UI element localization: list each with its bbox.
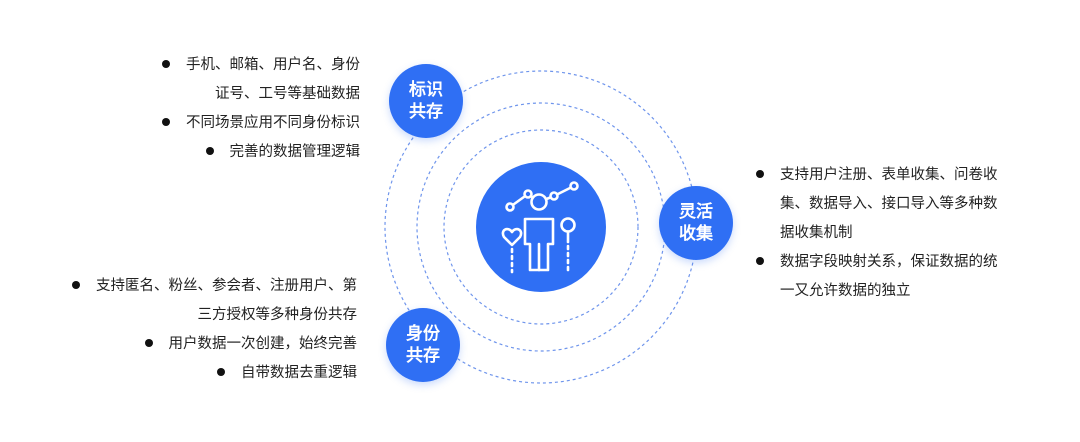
right-list: 支持用户注册、表单收集、问卷收 集、数据导入、接口导入等多种数 据收集机制 数据… [756, 161, 998, 306]
list-item: 不同场景应用不同身份标识 [162, 109, 360, 138]
list-item: 自带数据去重逻辑 [72, 359, 357, 388]
top-left-list: 手机、邮箱、用户名、身份 证号、工号等基础数据 不同场景应用不同身份标识 完善的… [162, 51, 360, 167]
node-flexible-collect-line1: 灵活 [679, 202, 713, 222]
node-flexible-collect-line2: 收集 [679, 224, 713, 244]
list-item-continued: 证号、工号等基础数据 [162, 80, 360, 109]
list-item: 支持用户注册、表单收集、问卷收 [756, 161, 998, 190]
list-item: 用户数据一次创建，始终完善 [72, 330, 357, 359]
node-profile-coexist: 身份 共存 [386, 308, 460, 382]
bullet-dot [162, 118, 170, 126]
bullet-dot [205, 147, 214, 155]
bullet-dot [72, 281, 80, 289]
node-identity-coexist: 标识 共存 [389, 64, 463, 138]
center-hub [476, 162, 606, 292]
list-item: 数据字段映射关系，保证数据的统 [756, 248, 998, 277]
node-profile-coexist-line2: 共存 [406, 346, 440, 366]
list-text: 自带数据去重逻辑 [241, 365, 357, 381]
list-text: 数据字段映射关系，保证数据的统 [780, 254, 998, 270]
list-text: 一又允许数据的独立 [780, 283, 911, 299]
list-text: 完善的数据管理逻辑 [229, 144, 361, 160]
list-item-continued: 据收集机制 [756, 219, 998, 248]
node-identity-coexist-line2: 共存 [409, 102, 443, 122]
list-text: 据收集机制 [780, 225, 853, 241]
list-item: 支持匿名、粉丝、参会者、注册用户、第 [72, 272, 357, 301]
bullet-dot [756, 257, 764, 265]
list-item: 手机、邮箱、用户名、身份 [162, 51, 360, 80]
person-data-icon [501, 181, 579, 274]
list-text: 集、数据导入、接口导入等多种数 [780, 196, 998, 212]
list-item-continued: 一又允许数据的独立 [756, 277, 998, 306]
list-text: 支持用户注册、表单收集、问卷收 [780, 167, 998, 183]
list-text: 三方授权等多种身份共存 [197, 307, 358, 323]
list-text: 用户数据一次创建，始终完善 [168, 336, 358, 352]
list-text: 证号、工号等基础数据 [215, 86, 360, 102]
list-text: 不同场景应用不同身份标识 [186, 115, 360, 131]
list-text: 手机、邮箱、用户名、身份 [186, 57, 360, 73]
list-item-continued: 三方授权等多种身份共存 [72, 301, 358, 330]
bullet-dot [144, 339, 153, 347]
bullet-dot [756, 170, 764, 178]
node-identity-coexist-line1: 标识 [409, 80, 443, 100]
list-item: 完善的数据管理逻辑 [162, 138, 360, 167]
inner-ring [443, 129, 639, 325]
bullet-dot [162, 60, 170, 68]
bottom-left-list: 支持匿名、粉丝、参会者、注册用户、第 三方授权等多种身份共存 用户数据一次创建，… [72, 272, 357, 388]
bullet-dot [217, 368, 225, 376]
node-flexible-collect: 灵活 收集 [659, 186, 733, 260]
list-item-continued: 集、数据导入、接口导入等多种数 [756, 190, 998, 219]
node-profile-coexist-line1: 身份 [406, 324, 440, 344]
list-text: 支持匿名、粉丝、参会者、注册用户、第 [96, 278, 357, 294]
